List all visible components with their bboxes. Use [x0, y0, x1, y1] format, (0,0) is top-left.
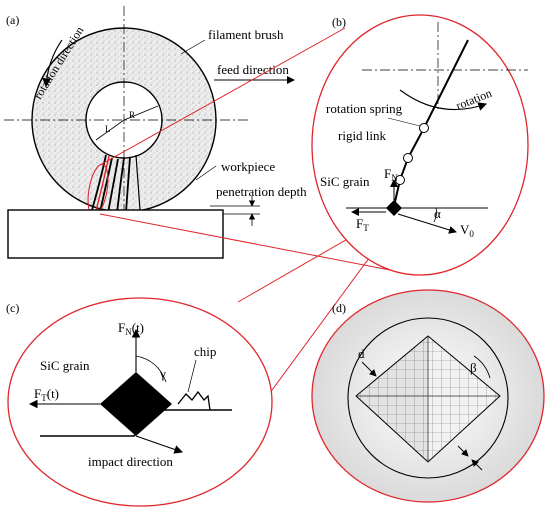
filament-2 [99, 157, 113, 213]
panel-b: (b) rotation rotation spring rigid link … [311, 14, 529, 276]
beta-label: β [470, 360, 477, 375]
fn-label: FN [384, 166, 398, 183]
gap-arrow-out [471, 459, 483, 471]
ft-t-label: FT(t) [34, 386, 59, 403]
d-arrow [361, 361, 377, 377]
chip-label: chip [194, 344, 216, 359]
zoom-line-a-b-top [99, 27, 346, 166]
filament-6 [135, 154, 141, 211]
penetration-depth-label: penetration depth [216, 184, 307, 199]
d-label: d [358, 346, 365, 361]
workpiece-label: workpiece [221, 159, 275, 174]
rotation-spring-label: rotation spring [326, 101, 403, 116]
sic-grain-diamond [100, 372, 172, 436]
fn-t-label: FN(t) [118, 320, 144, 337]
panel-a: (a) R L rotation direction [4, 6, 307, 259]
spring-joint-1 [419, 123, 429, 133]
rotation-direction-arrow [42, 39, 63, 88]
rotation-spring-leader [387, 117, 421, 127]
circumscribed-circle [347, 317, 509, 479]
alpha-label: α [434, 206, 441, 221]
beta-arc [473, 355, 491, 379]
sic-grain-marker [386, 200, 402, 216]
feed-direction-label: feed direction [217, 62, 289, 77]
rotation-arrow [399, 89, 488, 111]
rigid-link-label: rigid link [338, 128, 387, 143]
panel-c-tag: (c) [6, 301, 19, 315]
panel-a-tag: (a) [6, 13, 19, 27]
ft-label: FT [356, 216, 369, 233]
zoom-line-a-b-bottom [99, 213, 391, 271]
filament-1 [91, 154, 107, 211]
chip-shape [177, 390, 211, 411]
spring-joint-2 [403, 153, 413, 163]
filament-brush-label: filament brush [208, 27, 284, 42]
impact-direction-arrow [135, 435, 184, 454]
gamma-label: γ [159, 366, 166, 381]
filament-4 [116, 157, 125, 214]
impact-direction-label: impact direction [88, 454, 173, 469]
l-label: L [105, 124, 111, 134]
alpha-arc [433, 207, 438, 223]
panel-b-tag: (b) [332, 15, 346, 29]
r-label: R [129, 110, 135, 120]
panel-b-ellipse [311, 14, 529, 276]
filament-5 [125, 156, 131, 213]
radius-r-line [123, 105, 159, 121]
workpiece-block [7, 209, 224, 259]
gamma-arc [135, 355, 167, 383]
v0-label: V0 [460, 222, 474, 239]
grain-shaded-face [356, 336, 428, 462]
radius-l-line [95, 119, 125, 141]
panel-c: (c) FN(t) FT(t) SiC grain γ chip impact … [6, 297, 273, 507]
filament-3 [107, 158, 119, 214]
velocity-arrow [397, 213, 457, 234]
workpiece-leader [195, 165, 217, 181]
sic-grain-label: SiC grain [320, 174, 370, 189]
panel-d: (d) d β [311, 289, 545, 503]
gap-arrow-in [457, 445, 469, 457]
panel-d-tag: (d) [332, 301, 346, 315]
chip-leader [187, 359, 197, 393]
filament-brush-leader [180, 39, 206, 55]
sic-grain-label-c: SiC grain [40, 358, 90, 373]
